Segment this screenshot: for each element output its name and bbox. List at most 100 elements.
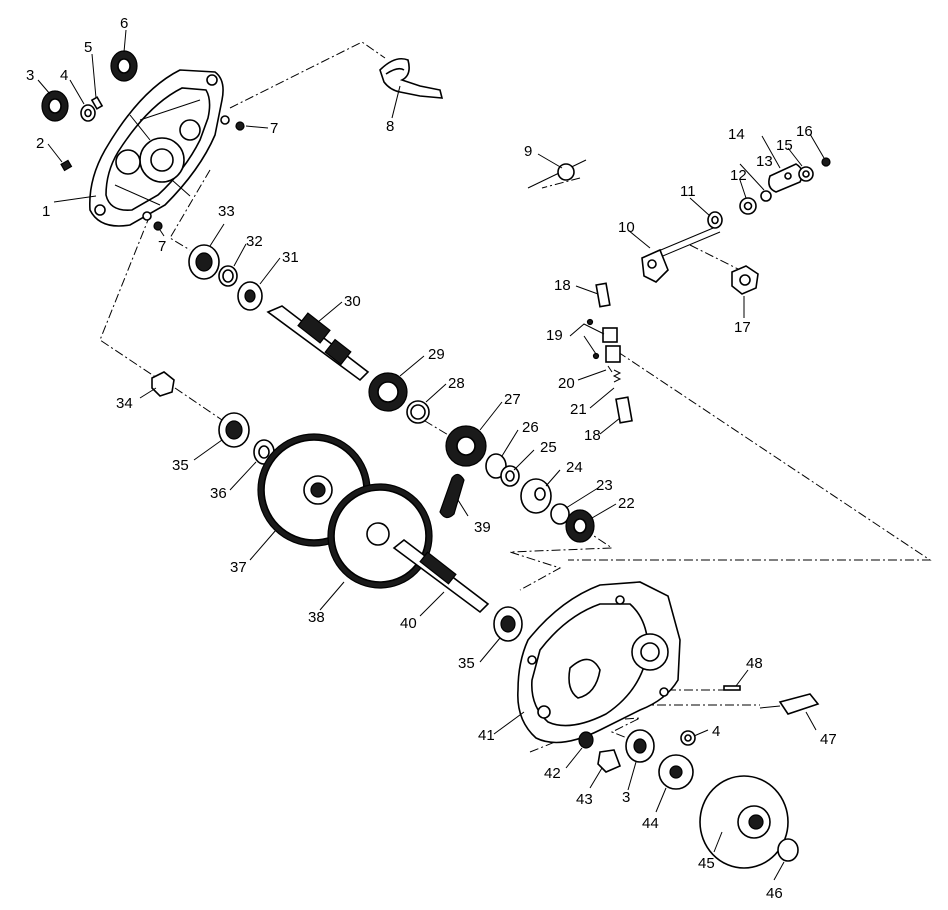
callout-18: 18 (554, 277, 571, 294)
clutch-45 (699, 775, 789, 869)
input-shaft-30 (266, 305, 370, 382)
callout-32: 32 (246, 233, 263, 250)
callout-28: 28 (448, 375, 465, 392)
ring-23 (550, 503, 570, 525)
callout-40: 40 (400, 615, 417, 632)
callout-labels: 1 2 3 4 5 6 7 7 8 9 10 11 12 13 14 15 16… (26, 15, 837, 902)
callout-12: 12 (730, 167, 747, 184)
bushing-4-left (80, 104, 96, 122)
callout-45: 45 (698, 855, 715, 872)
callout-6: 6 (120, 15, 128, 32)
shift-shaft-10 (641, 225, 721, 283)
callout-35: 35 (172, 457, 189, 474)
bearing-22 (565, 509, 595, 543)
gear-29 (368, 372, 408, 412)
callout-26: 26 (522, 419, 539, 436)
callout-7: 7 (270, 120, 278, 137)
pin-48 (723, 685, 741, 691)
callout-48: 48 (746, 655, 763, 672)
callout-47: 47 (820, 731, 837, 748)
right-case-41 (517, 581, 681, 744)
nut-16 (821, 157, 831, 167)
washer-46 (777, 838, 799, 862)
bolt-2 (60, 159, 73, 172)
callout-18: 18 (584, 427, 601, 444)
callout-34: 34 (116, 395, 133, 412)
callout-9: 9 (524, 143, 532, 160)
callout-21: 21 (570, 401, 587, 418)
output-shaft-40 (392, 538, 490, 614)
bearing-33 (188, 244, 220, 280)
callout-39: 39 (474, 519, 491, 536)
cap-43 (597, 749, 622, 773)
callout-10: 10 (618, 219, 635, 236)
ring-32 (218, 265, 238, 287)
callout-4: 4 (712, 723, 720, 740)
spacer-13 (760, 190, 772, 202)
bushing-4-right (680, 730, 696, 746)
assembly-lines (99, 41, 932, 753)
callout-35: 35 (458, 655, 475, 672)
callout-33: 33 (218, 203, 235, 220)
callout-29: 29 (428, 346, 445, 363)
ring-25 (500, 465, 520, 487)
callout-8: 8 (386, 118, 394, 135)
shift-arm-14 (768, 163, 804, 193)
sprocket-44 (658, 754, 694, 790)
seal-3-right (625, 729, 655, 763)
detent-18-bottom (615, 396, 633, 424)
callout-31: 31 (282, 249, 299, 266)
gear-27 (445, 425, 487, 467)
callout-22: 22 (618, 495, 635, 512)
callout-27: 27 (504, 391, 521, 408)
callout-19: 19 (546, 327, 563, 344)
callout-1: 1 (42, 203, 50, 220)
callout-37: 37 (230, 559, 247, 576)
washer-11 (707, 211, 723, 229)
callout-30: 30 (344, 293, 361, 310)
callout-3: 3 (622, 789, 630, 806)
seal-42 (578, 731, 594, 749)
bolt-7-bottom (153, 221, 163, 231)
chain-39 (439, 473, 465, 519)
callout-24: 24 (566, 459, 583, 476)
callout-17: 17 (734, 319, 751, 336)
detent-19-20 (586, 318, 621, 373)
callout-42: 42 (544, 765, 561, 782)
seal-6 (110, 50, 138, 82)
bolt-7-top (235, 121, 245, 131)
callout-5: 5 (84, 39, 92, 56)
left-case-cover (88, 69, 230, 227)
leader-lines (37, 29, 825, 881)
callout-43: 43 (576, 791, 593, 808)
plug-17 (731, 265, 759, 295)
callout-14: 14 (728, 126, 745, 143)
callout-15: 15 (776, 137, 793, 154)
washer-15 (798, 166, 814, 182)
callout-23: 23 (596, 477, 613, 494)
callout-11: 11 (680, 183, 696, 200)
callout-16: 16 (796, 123, 813, 140)
washer-12 (739, 197, 757, 215)
callout-25: 25 (540, 439, 557, 456)
bearing-35-right (493, 606, 523, 642)
seal-3-left (41, 90, 69, 122)
callout-13: 13 (756, 153, 773, 170)
callout-3: 3 (26, 67, 34, 84)
callout-46: 46 (766, 885, 783, 902)
callout-36: 36 (210, 485, 227, 502)
callout-38: 38 (308, 609, 325, 626)
callout-4: 4 (60, 67, 68, 84)
plug-34 (151, 371, 175, 397)
shift-fork-8 (379, 57, 444, 99)
shift-rod-47 (759, 693, 820, 715)
callout-20: 20 (558, 375, 575, 392)
detent-18-top (595, 282, 611, 308)
callout-44: 44 (642, 815, 659, 832)
collar-24 (520, 478, 552, 514)
spring-21 (612, 369, 622, 383)
callout-2: 2 (36, 135, 44, 152)
callout-7: 7 (158, 238, 166, 255)
callout-41: 41 (478, 727, 495, 744)
